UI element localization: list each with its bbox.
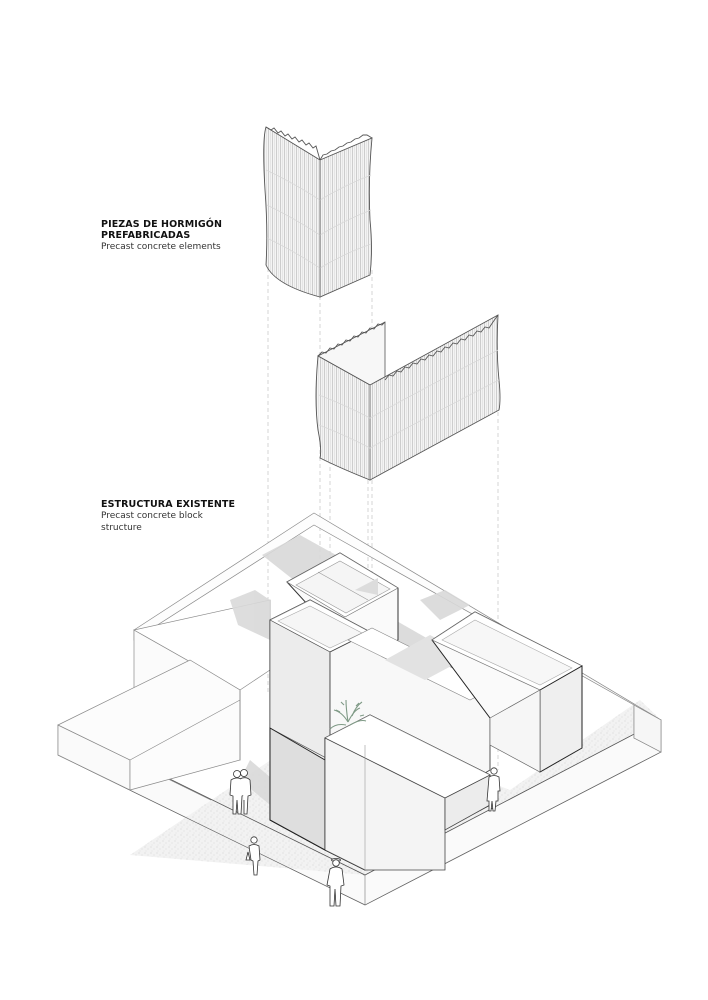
label-title-line2: PREFABRICADAS <box>101 230 191 241</box>
person-woman <box>245 836 261 876</box>
precast-corner-piece <box>263 126 373 298</box>
label-subtitle-line2: structure <box>101 523 142 533</box>
people-figures <box>229 767 501 907</box>
label-title-line1: PIEZAS DE HORMIGÓN <box>101 219 223 230</box>
existing-block-structure <box>269 552 583 871</box>
precast-u-piece <box>315 314 501 481</box>
rooftop-plants <box>329 699 367 730</box>
neighbouring-buildings <box>57 512 662 791</box>
person-man-hat <box>326 858 345 907</box>
label-subtitle-line1: Precast concrete block <box>101 511 203 521</box>
label-title: ESTRUCTURA EXISTENTE <box>101 499 236 510</box>
person-couple <box>229 769 252 815</box>
person-man-right <box>486 767 501 812</box>
label-existing-structure: ESTRUCTURA EXISTENTE Precast concrete bl… <box>101 499 281 534</box>
label-precast-elements: PIEZAS DE HORMIGÓN PREFABRICADAS Precast… <box>101 219 281 253</box>
label-subtitle: Precast concrete elements <box>101 242 221 252</box>
